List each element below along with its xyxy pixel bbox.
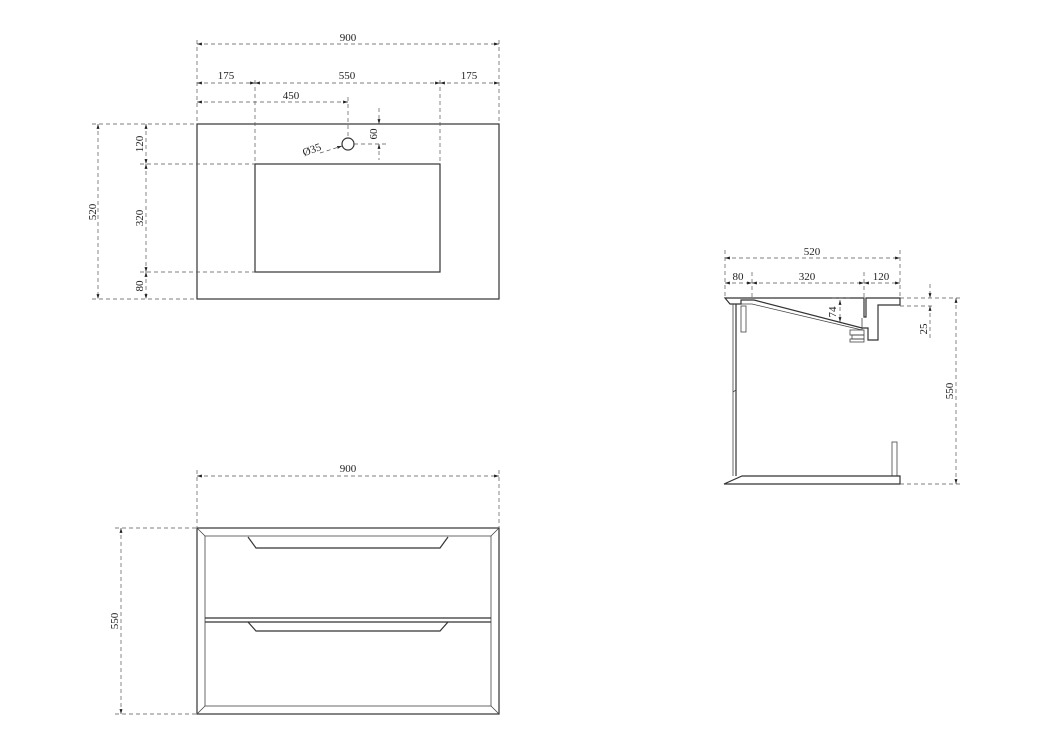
dim-basin-width-label: 550 — [339, 70, 356, 82]
side-front-panel-top — [740, 305, 747, 333]
front-view: 900 550 — [109, 463, 500, 715]
dim-top-thickness-label: 25 — [918, 323, 930, 335]
top-view: 900 175 550 175 450 60 Ø35 520 120 320 8… — [87, 32, 500, 300]
dim-side-front-segment-label: 80 — [733, 271, 745, 283]
basin-outline — [254, 163, 441, 273]
dim-basin-drop-label: 74 — [827, 306, 839, 318]
dim-right-margin-label: 175 — [461, 70, 478, 82]
tap-diameter-label: Ø35 — [301, 141, 323, 159]
dim-side-basin-segment-label: 320 — [799, 271, 816, 283]
dim-left-margin-label: 175 — [218, 70, 235, 82]
dim-basin-depth-label: 320 — [134, 209, 146, 226]
drain-trap — [849, 329, 865, 343]
dim-front-margin-label: 80 — [134, 280, 146, 292]
side-basin-slope — [741, 303, 863, 331]
side-back-panel-bottom — [891, 441, 898, 477]
dim-tap-from-back-label: 60 — [368, 128, 380, 140]
cabinet-inner-frame — [204, 535, 492, 707]
drawer-upper — [205, 536, 491, 619]
dim-side-height-label: 550 — [944, 382, 956, 399]
dim-back-margin-label: 120 — [134, 135, 146, 152]
dim-top-depth-label: 520 — [87, 203, 99, 220]
drawer-lower — [205, 621, 491, 632]
side-countertop-profile — [723, 297, 901, 341]
drawer-upper-handle — [247, 536, 449, 549]
drawer-lower-handle — [247, 621, 449, 632]
countertop-outline — [196, 123, 500, 300]
dim-front-width-label: 900 — [340, 463, 357, 475]
dim-side-back-segment-label: 120 — [873, 271, 890, 283]
tap-hole — [341, 137, 355, 151]
side-view: 520 80 320 120 74 25 550 — [723, 246, 962, 485]
dim-side-depth-label: 520 — [804, 246, 821, 258]
tap-diameter-leader — [319, 145, 343, 154]
dim-tap-offset-label: 450 — [283, 90, 300, 102]
dim-top-width-label: 900 — [340, 32, 357, 44]
dim-front-height-label: 550 — [109, 612, 121, 629]
cabinet-outline — [196, 527, 500, 715]
side-cabinet-base — [723, 475, 901, 485]
